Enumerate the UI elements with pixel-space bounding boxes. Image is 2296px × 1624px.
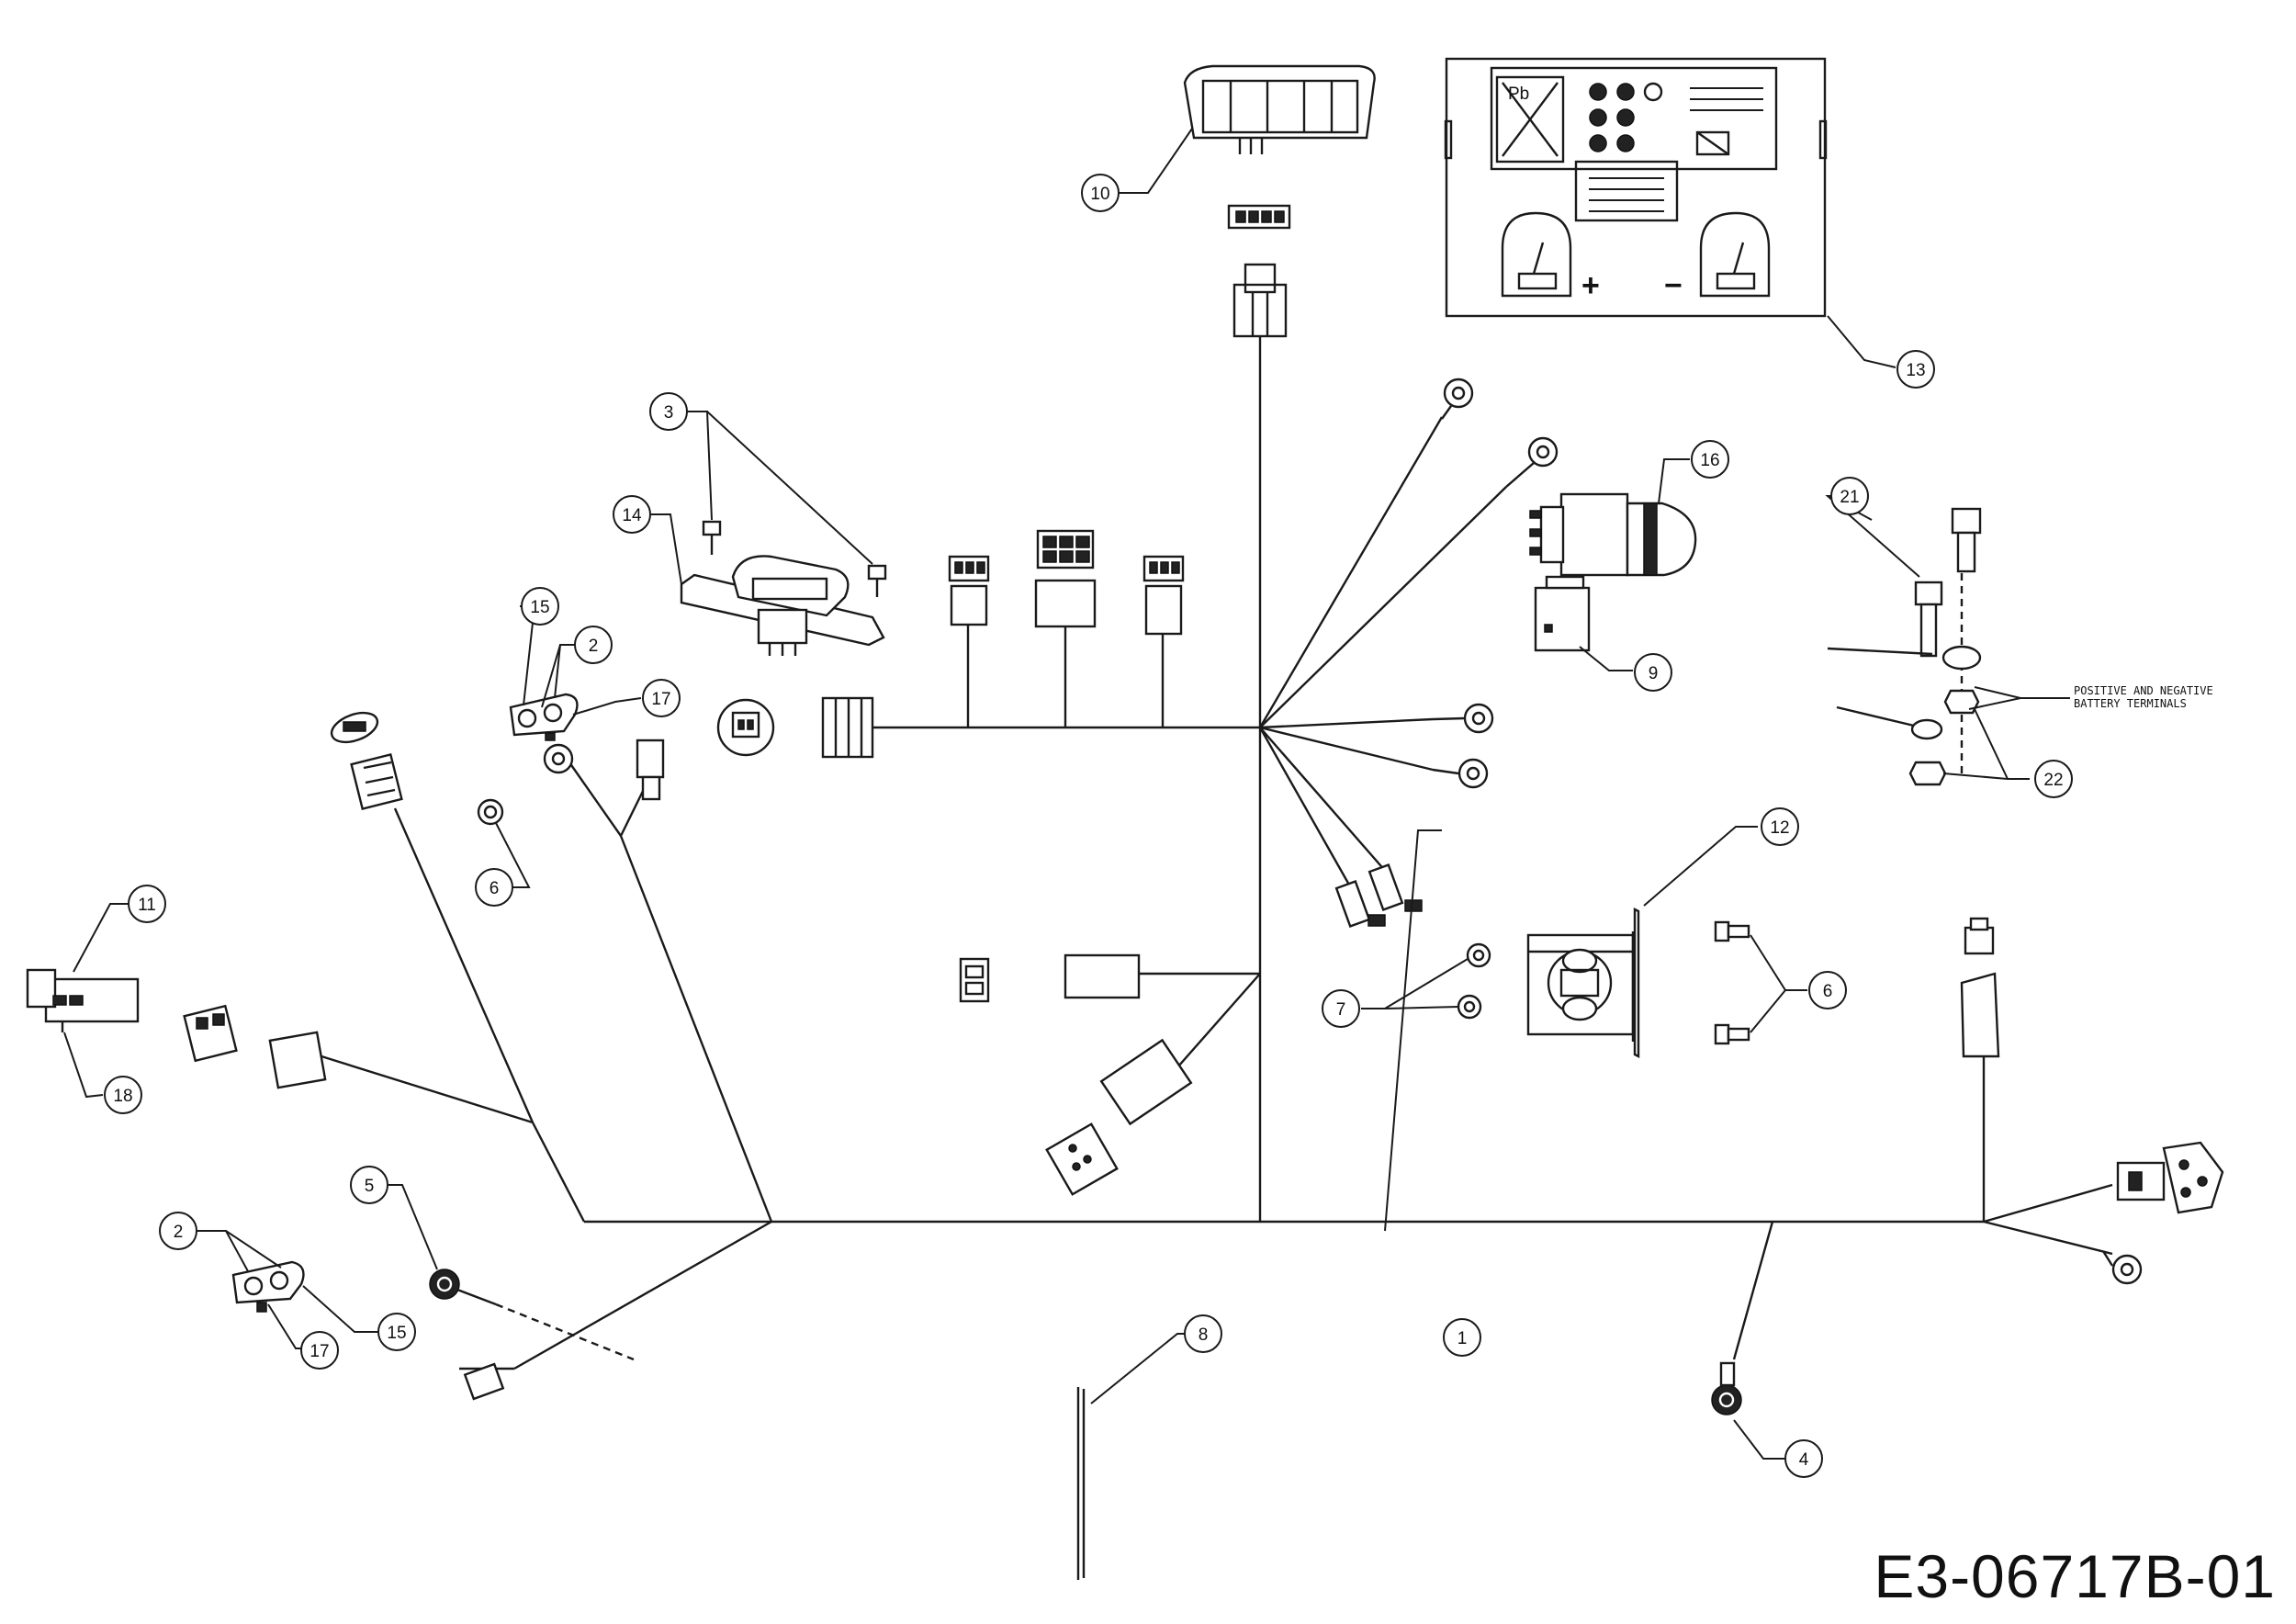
battery-terminals-note: POSITIVE AND NEGATIVE BATTERY TERMINALS (2074, 684, 2213, 710)
svg-text:11: 11 (138, 896, 156, 915)
callout-3: 3 (649, 392, 688, 431)
callouts: 1 2 2 3 4 5 6 6 7 8 9 10 11 12 13 14 15 … (104, 174, 2073, 1478)
svg-text:14: 14 (622, 506, 642, 525)
callout-18: 18 (104, 1076, 142, 1114)
callout-13: 13 (1896, 350, 1935, 389)
switch-panel-14 (680, 520, 887, 656)
callout-17: 17 (642, 679, 681, 717)
svg-text:6: 6 (490, 879, 500, 898)
svg-text:5: 5 (365, 1177, 375, 1196)
svg-text:16: 16 (1700, 451, 1719, 470)
middle-components (959, 953, 1742, 1415)
drawing-code: E3-06717B-01 (1874, 1542, 2276, 1610)
callout-6: 6 (1808, 971, 1847, 1009)
svg-text:2: 2 (589, 637, 599, 656)
callout-4: 4 (1784, 1439, 1823, 1478)
connectors-top (716, 529, 1185, 759)
negative-terminal-symbol: − (1664, 268, 1683, 303)
callout-12: 12 (1761, 807, 1799, 846)
svg-text:12: 12 (1770, 818, 1789, 838)
svg-text:15: 15 (387, 1324, 406, 1343)
main-harness (321, 358, 2113, 1580)
svg-text:22: 22 (2043, 771, 2063, 790)
svg-text:18: 18 (113, 1087, 132, 1106)
callout-14: 14 (613, 495, 651, 534)
svg-text:17: 17 (310, 1342, 329, 1361)
ring-terminals (543, 378, 2143, 1285)
svg-text:8: 8 (1199, 1325, 1209, 1345)
note-line-1: POSITIVE AND NEGATIVE (2074, 684, 2213, 697)
screws-6-right (1714, 920, 1750, 1045)
callout-16: 16 (1691, 440, 1729, 479)
svg-text:6: 6 (1823, 982, 1833, 1001)
svg-text:17: 17 (651, 690, 670, 709)
callout-15: 15 (377, 1313, 416, 1351)
callout-9: 9 (1634, 653, 1672, 692)
svg-text:15: 15 (530, 598, 549, 617)
callout-6: 6 (475, 868, 513, 907)
relay-9 (1534, 575, 1591, 652)
switch-16 (1529, 492, 1697, 577)
svg-text:21: 21 (1840, 488, 1859, 507)
svg-text:3: 3 (664, 403, 674, 423)
svg-text:2: 2 (174, 1223, 184, 1242)
callout-11: 11 (128, 885, 166, 923)
lead-symbol: Pb (1508, 85, 1529, 104)
callout-15: 15 (521, 587, 559, 626)
callout-22: 22 (2034, 760, 2073, 798)
svg-text:7: 7 (1336, 1000, 1346, 1020)
svg-text:13: 13 (1906, 361, 1925, 380)
callout-2: 2 (574, 626, 613, 664)
note-line-2: BATTERY TERMINALS (2074, 697, 2187, 710)
positive-terminal-symbol: + (1581, 268, 1600, 303)
callout-2: 2 (159, 1212, 197, 1250)
svg-text:1: 1 (1458, 1329, 1468, 1348)
callout-21: 21 (1830, 477, 1869, 515)
callout-1: 1 (1443, 1318, 1481, 1357)
svg-text:10: 10 (1090, 185, 1109, 204)
callout-17: 17 (300, 1331, 339, 1370)
svg-text:4: 4 (1799, 1450, 1809, 1470)
right-components (1960, 917, 2224, 1214)
battery-bolts (1827, 507, 1982, 786)
callout-8: 8 (1184, 1314, 1222, 1353)
battery: Pb + − (1444, 57, 1828, 318)
callout-5: 5 (350, 1166, 388, 1204)
svg-text:9: 9 (1649, 664, 1659, 683)
callout-10: 10 (1081, 174, 1120, 212)
callout-7: 7 (1322, 989, 1360, 1028)
left-components (26, 693, 635, 1401)
nuts-7 (1457, 942, 1491, 1020)
module-10 (1183, 64, 1376, 358)
solenoid-12 (1526, 908, 1640, 1058)
